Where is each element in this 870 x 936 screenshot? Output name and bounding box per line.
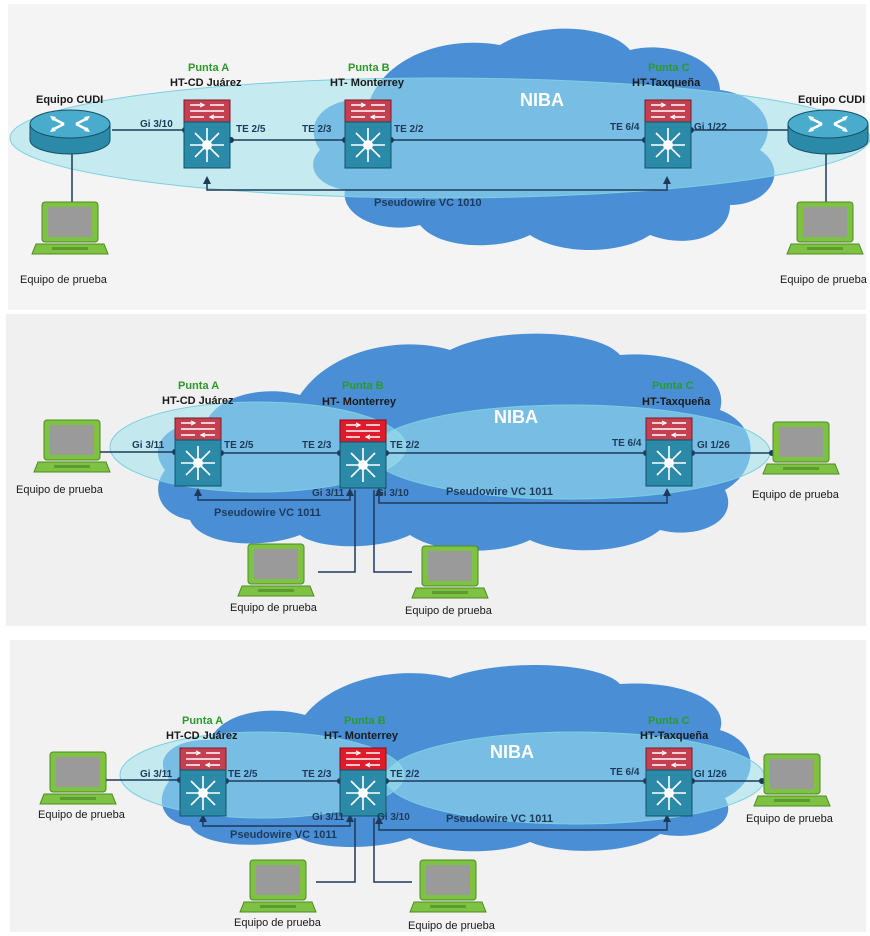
port-te25: TE 2/5 — [236, 124, 266, 135]
pseudowire-label: Pseudowire VC 1010 — [374, 197, 482, 209]
test-bottom-right-label: Equipo de prueba — [405, 605, 493, 617]
port-gi126: GI 1/26 — [694, 769, 727, 780]
pseudowire-left-label: Pseudowire VC 1011 — [214, 507, 321, 519]
punta-b-site: HT- Monterrey — [324, 730, 399, 742]
port-gi126: GI 1/26 — [697, 440, 730, 451]
punta-b-label: Punta B — [342, 380, 384, 392]
switch-punta-c[interactable] — [645, 417, 693, 487]
diagram-1: NIBA Pseudowire VC 1010 Equipo CUDI Equi… — [8, 4, 870, 310]
test-right-label: Equipo de prueba — [752, 489, 840, 501]
test-bottom-left-label: Equipo de prueba — [230, 602, 318, 614]
link-b-test-bl — [318, 490, 356, 573]
test-left-label: Equipo de prueba — [20, 274, 108, 286]
switch-punta-a[interactable] — [174, 417, 222, 487]
punta-a-label: Punta A — [182, 715, 223, 727]
port-gi122: Gi 1/22 — [694, 122, 727, 133]
laptop-test-left[interactable] — [33, 419, 111, 473]
niba-label: NIBA — [494, 407, 538, 427]
link-b-test-bl — [316, 818, 356, 883]
service-ellipse-right — [369, 404, 771, 500]
service-ellipse — [9, 77, 870, 199]
punta-b-site: HT- Monterrey — [322, 396, 397, 408]
port-te25: TE 2/5 — [228, 769, 258, 780]
diagram-3: NIBA Pseudowire VC 1011 Pseudowire VC 10… — [10, 640, 866, 932]
diagram-2: NIBA Pseudowire VC 1011 Pseudowire VC 10… — [6, 314, 866, 626]
port-gi311: Gi 3/11 — [140, 769, 173, 780]
punta-b-label: Punta B — [344, 715, 386, 727]
port-gi310: Gi 3/10 — [140, 119, 173, 130]
pseudowire-right-label: Pseudowire VC 1011 — [446, 813, 553, 825]
test-bottom-right-label: Equipo de prueba — [408, 920, 496, 932]
port-b-gi311: Gi 3/11 — [312, 812, 345, 823]
port-b-gi310: Gi 3/10 — [377, 812, 410, 823]
laptop-test-bottom-left[interactable] — [239, 859, 317, 913]
niba-label: NIBA — [520, 90, 564, 110]
laptop-test-left[interactable] — [31, 201, 109, 255]
port-te22: TE 2/2 — [390, 440, 420, 451]
punta-a-label: Punta A — [178, 380, 219, 392]
punta-b-label: Punta B — [348, 62, 390, 74]
punta-c-site: HT-Taxqueña — [640, 730, 709, 742]
niba-label: NIBA — [490, 742, 534, 762]
port-te23: TE 2/3 — [302, 124, 332, 135]
port-te22: TE 2/2 — [390, 769, 420, 780]
port-te64: TE 6/4 — [610, 767, 640, 778]
port-gi311: Gi 3/11 — [132, 440, 165, 451]
pseudowire-right-path — [378, 490, 668, 504]
punta-c-label: Punta C — [648, 715, 690, 727]
laptop-test-bottom-right[interactable] — [411, 545, 489, 599]
port-b-gi311: Gi 3/11 — [312, 488, 345, 499]
punta-b-site: HT- Monterrey — [330, 77, 405, 89]
cudi-right-label: Equipo CUDI — [798, 94, 865, 106]
port-te23: TE 2/3 — [302, 440, 332, 451]
laptop-test-right[interactable] — [762, 421, 840, 475]
switch-punta-c[interactable] — [645, 747, 693, 817]
test-left-label: Equipo de prueba — [16, 484, 104, 496]
port-b-gi310: Gi 3/10 — [376, 488, 409, 499]
pseudowire-right-label: Pseudowire VC 1011 — [446, 486, 553, 498]
link-b-test-br — [373, 490, 412, 573]
switch-punta-c[interactable] — [644, 99, 692, 169]
switch-punta-b[interactable] — [339, 419, 387, 489]
punta-c-site: HT-Taxqueña — [642, 396, 711, 408]
punta-a-site: HT-CD Juárez — [166, 730, 238, 742]
punta-a-label: Punta A — [188, 62, 229, 74]
punta-c-label: Punta C — [652, 380, 694, 392]
laptop-test-right[interactable] — [786, 201, 864, 255]
punta-a-site: HT-CD Juárez — [170, 77, 242, 89]
test-right-label: Equipo de prueba — [780, 274, 868, 286]
port-te23: TE 2/3 — [302, 769, 332, 780]
cudi-router-left[interactable] — [28, 108, 112, 156]
port-te25: TE 2/5 — [224, 440, 254, 451]
switch-punta-a[interactable] — [179, 747, 227, 817]
port-te64: TE 6/4 — [610, 122, 640, 133]
switch-punta-a[interactable] — [183, 99, 231, 169]
laptop-test-left[interactable] — [39, 751, 117, 805]
punta-a-site: HT-CD Juárez — [162, 395, 234, 407]
laptop-test-right[interactable] — [753, 753, 831, 807]
test-right-label: Equipo de prueba — [746, 813, 834, 825]
test-left-label: Equipo de prueba — [38, 809, 126, 821]
link-b-test-br — [373, 818, 412, 883]
port-te22: TE 2/2 — [394, 124, 424, 135]
pseudowire-left-label: Pseudowire VC 1011 — [230, 829, 337, 841]
switch-punta-b[interactable] — [339, 747, 387, 817]
punta-c-site: HT-Taxqueña — [632, 77, 701, 89]
cudi-router-right[interactable] — [786, 108, 870, 156]
port-te64: TE 6/4 — [612, 438, 642, 449]
punta-c-label: Punta C — [648, 62, 690, 74]
laptop-test-bottom-left[interactable] — [237, 543, 315, 597]
test-bottom-left-label: Equipo de prueba — [234, 917, 322, 929]
cudi-left-label: Equipo CUDI — [36, 94, 103, 106]
laptop-test-bottom-right[interactable] — [409, 859, 487, 913]
switch-punta-b[interactable] — [344, 99, 392, 169]
